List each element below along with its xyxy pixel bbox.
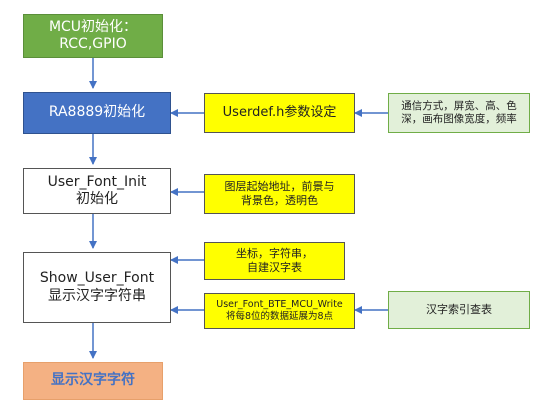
layer-settings-box: 图层起始地址，前景与 背景色，透明色 [204, 174, 355, 214]
userdef-params-box: Userdef.h参数设定 [204, 93, 355, 133]
ra8889-init-box: RA8889初始化 [23, 92, 171, 134]
userdef-params-label: Userdef.h参数设定 [222, 104, 337, 120]
mcu-init-line2: RCC,GPIO [59, 36, 127, 52]
show-user-font-box: Show_User_Font 显示汉字字符串 [23, 252, 171, 323]
user-font-init-box: User_Font_Init 初始化 [23, 168, 171, 214]
mcu-init-box: MCU初始化： RCC,GPIO [23, 14, 163, 58]
bte-write-box: User_Font_BTE_MCU_Write 将每8位的数据延展为8点 [204, 293, 355, 329]
comm-settings-line1: 通信方式，屏宽、高、色 [401, 99, 517, 112]
user-font-init-line1: User_Font_Init [47, 173, 147, 190]
display-result-box: 显示汉字字符 [23, 362, 163, 400]
mcu-init-line1: MCU初始化： [48, 18, 138, 35]
show-user-font-line2: 显示汉字字符串 [48, 287, 146, 304]
comm-settings-box: 通信方式，屏宽、高、色 深，画布图像宽度，频率 [388, 93, 530, 133]
coord-settings-box: 坐标，字符串， 自建汉字表 [204, 242, 345, 280]
coord-settings-line1: 坐标，字符串， [236, 247, 313, 261]
user-font-init-line2: 初始化 [76, 191, 118, 207]
char-index-table-box: 汉字索引查表 [388, 291, 530, 329]
bte-write-line1: User_Font_BTE_MCU_Write [216, 299, 343, 311]
char-index-table-label: 汉字索引查表 [426, 303, 492, 317]
coord-settings-line2: 自建汉字表 [247, 261, 302, 274]
bte-write-line2: 将每8位的数据延展为8点 [225, 311, 334, 322]
layer-settings-line1: 图层起始地址，前景与 [224, 180, 335, 194]
comm-settings-line2: 深，画布图像宽度，频率 [401, 113, 517, 125]
display-result-label: 显示汉字字符 [51, 372, 135, 389]
show-user-font-line1: Show_User_Font [39, 270, 155, 286]
ra8889-init-label: RA8889初始化 [48, 104, 146, 121]
layer-settings-line2: 背景色，透明色 [241, 194, 318, 207]
